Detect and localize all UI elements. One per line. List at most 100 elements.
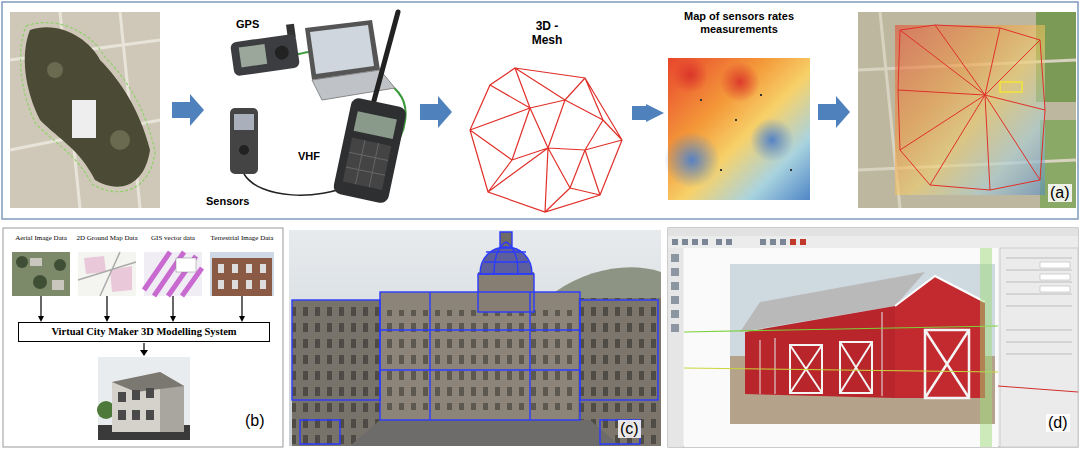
laptop xyxy=(305,20,395,100)
keypad-grid xyxy=(343,138,391,190)
aerial-thumb xyxy=(12,252,70,296)
map-blob xyxy=(750,118,794,162)
thumb-ground xyxy=(78,252,136,296)
drum-wire xyxy=(478,274,534,312)
courtyard xyxy=(350,420,620,446)
heat-overlay xyxy=(895,25,1045,195)
tool-bar xyxy=(668,236,1078,248)
barn-side xyxy=(745,306,895,398)
building-roof xyxy=(72,100,96,138)
flow-connector xyxy=(632,106,646,120)
sky xyxy=(289,230,661,446)
park-area xyxy=(25,27,150,186)
facade-wire xyxy=(380,292,580,420)
thumb-ground xyxy=(144,252,202,296)
mesh-figure: 3D - Mesh xyxy=(462,20,632,214)
figure-heading: Terrestrial Image Data xyxy=(206,234,278,242)
radio-antenna xyxy=(372,12,398,108)
windows xyxy=(118,388,154,420)
mesh-overlay xyxy=(898,25,1045,190)
panel-frame xyxy=(2,2,1078,219)
building-photo xyxy=(289,230,661,446)
guide-line xyxy=(684,326,998,332)
output-background xyxy=(98,357,190,440)
map-streets xyxy=(78,252,136,296)
source-image: Aerial Image Data xyxy=(8,234,74,296)
gable-door xyxy=(925,330,969,398)
gps-device xyxy=(229,24,300,77)
figure-heading: GIS vector data xyxy=(140,234,206,242)
guide-line xyxy=(998,386,1078,392)
city-model-output xyxy=(97,357,190,440)
overlay-image xyxy=(858,12,1076,208)
vector-stripes xyxy=(144,252,202,296)
figure-heading: 2D Ground Map Data xyxy=(74,234,140,242)
figure-heading: Aerial Image Data xyxy=(8,234,74,242)
software-screenshot xyxy=(668,228,1078,447)
dome xyxy=(480,247,532,274)
guide-band xyxy=(980,248,992,447)
flow-connector xyxy=(40,296,41,316)
toolbar-icons xyxy=(790,239,806,245)
left-wing xyxy=(292,300,384,446)
gis-vector-thumb xyxy=(144,252,202,296)
aerial-ground xyxy=(858,12,1076,208)
panel-rows xyxy=(1006,258,1072,354)
wing-wire xyxy=(580,300,658,400)
map-blob xyxy=(672,57,708,93)
field-patch xyxy=(1040,120,1076,208)
figure-heading: Map of sensors rates measurements xyxy=(681,10,797,35)
device-label: GPS xyxy=(236,18,259,31)
gps-screen xyxy=(239,44,268,67)
panel-letter: (c) xyxy=(618,420,641,438)
vhf-radio xyxy=(332,97,407,205)
box-text: Virtual City Maker 3D Modelling System xyxy=(23,326,265,338)
barn-posts xyxy=(760,312,882,396)
output-arrow-line xyxy=(143,343,144,350)
tree xyxy=(33,275,47,289)
terrestrial-thumb xyxy=(210,252,274,296)
cable xyxy=(298,52,310,54)
viewport xyxy=(684,248,998,447)
panel-frame xyxy=(3,228,283,447)
laptop-lid xyxy=(305,20,380,80)
facade-wire xyxy=(380,292,580,420)
sensor-dots xyxy=(700,95,792,170)
aerial-ground xyxy=(10,12,160,208)
device-label: VHF xyxy=(298,150,320,163)
thumb-sky xyxy=(210,252,274,296)
map-blob xyxy=(720,62,760,102)
heat-map xyxy=(664,57,810,200)
source-image: GIS vector data xyxy=(140,234,206,296)
window-frame xyxy=(668,228,1078,447)
flow-arrow xyxy=(818,96,850,128)
source-image: 2D Ground Map Data xyxy=(74,234,140,296)
vector-window xyxy=(176,258,196,272)
gps-button xyxy=(274,45,290,61)
tree xyxy=(16,256,28,268)
thumb-ground xyxy=(12,252,70,296)
boundary-dashed xyxy=(21,23,155,192)
satellite-image xyxy=(10,12,160,208)
panel-letter: (d) xyxy=(1046,414,1070,432)
barn-gable xyxy=(895,276,985,398)
mesh-lines xyxy=(470,68,622,212)
map-parcel xyxy=(84,256,106,274)
radio-body xyxy=(332,97,407,205)
radio-screen xyxy=(354,111,397,139)
highlight-box xyxy=(1000,82,1022,92)
sensor-meter xyxy=(230,108,258,174)
wing-wire xyxy=(292,300,380,400)
figure-heading: 3D - Mesh xyxy=(529,20,565,48)
meter-button xyxy=(239,145,249,155)
tree xyxy=(54,259,66,271)
toolbar-icons xyxy=(672,239,786,245)
dome-wire xyxy=(480,247,532,274)
brick-facade xyxy=(212,258,272,296)
gable-trim xyxy=(895,276,985,306)
side-toolbar xyxy=(668,248,683,447)
meter-body xyxy=(230,108,258,174)
output-arrow-head xyxy=(140,350,148,356)
